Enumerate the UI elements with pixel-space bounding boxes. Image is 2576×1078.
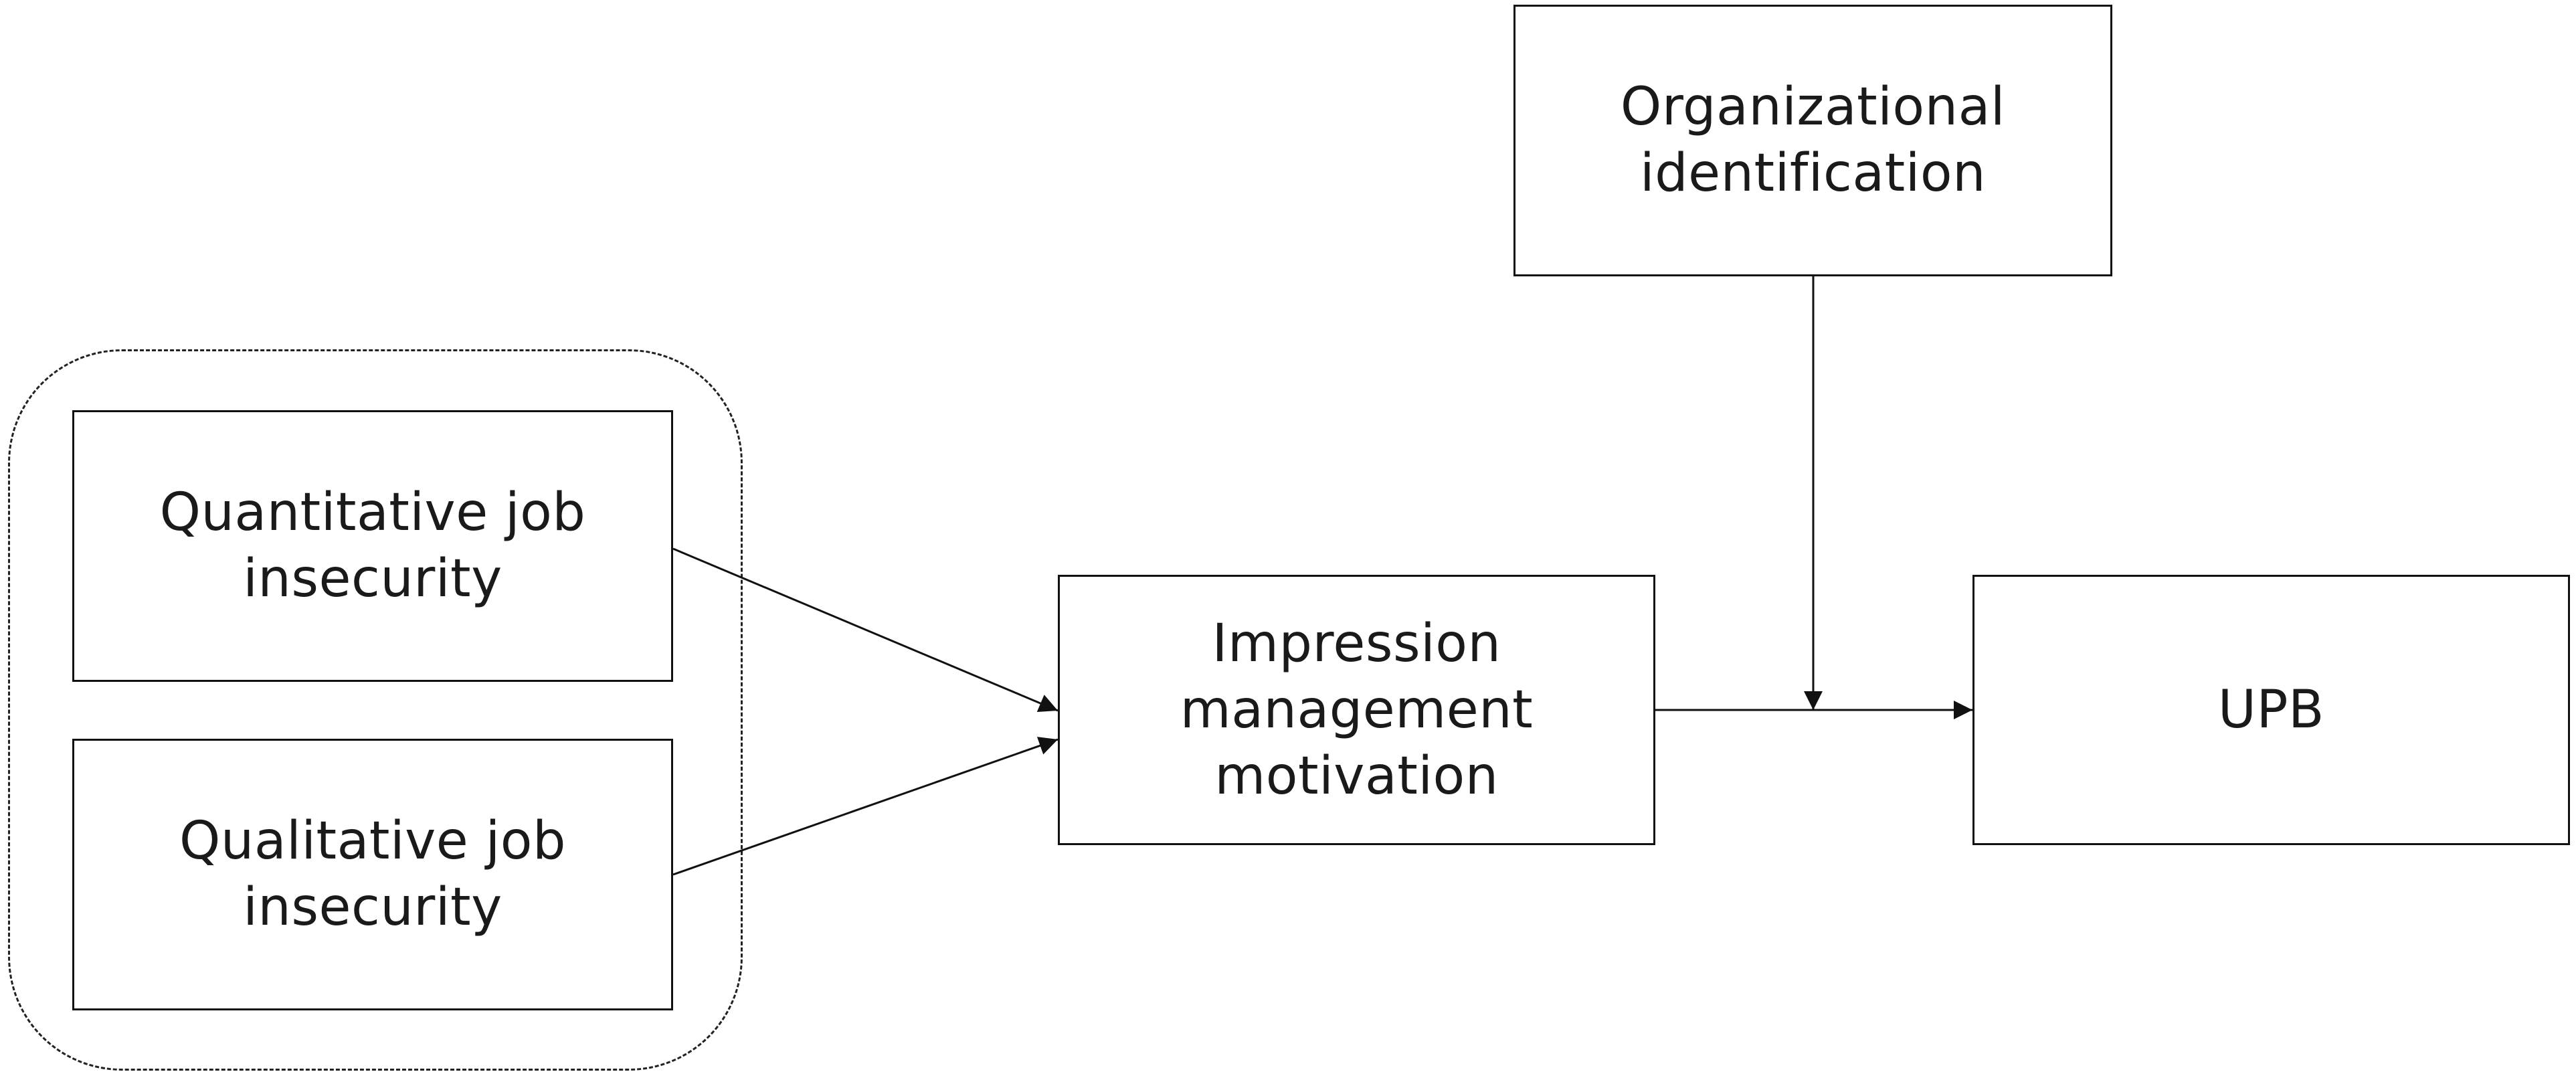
upb-box: UPB [1972, 575, 2570, 845]
upb-label: UPB [2217, 679, 2325, 740]
quantitative-job-insecurity-box: Quantitative job insecurity [72, 410, 673, 682]
organizational-identification-label: Organizational identification [1620, 77, 2006, 203]
impression-management-motivation-box: Impression management motivation [1058, 575, 1655, 845]
qualitative-job-insecurity-box: Qualitative job insecurity [72, 739, 673, 1010]
impression-management-motivation-label: Impression management motivation [1180, 613, 1534, 806]
qualitative-job-insecurity-label: Qualitative job insecurity [179, 811, 566, 937]
quantitative-job-insecurity-label: Quantitative job insecurity [159, 482, 586, 609]
organizational-identification-box: Organizational identification [1513, 5, 2112, 276]
